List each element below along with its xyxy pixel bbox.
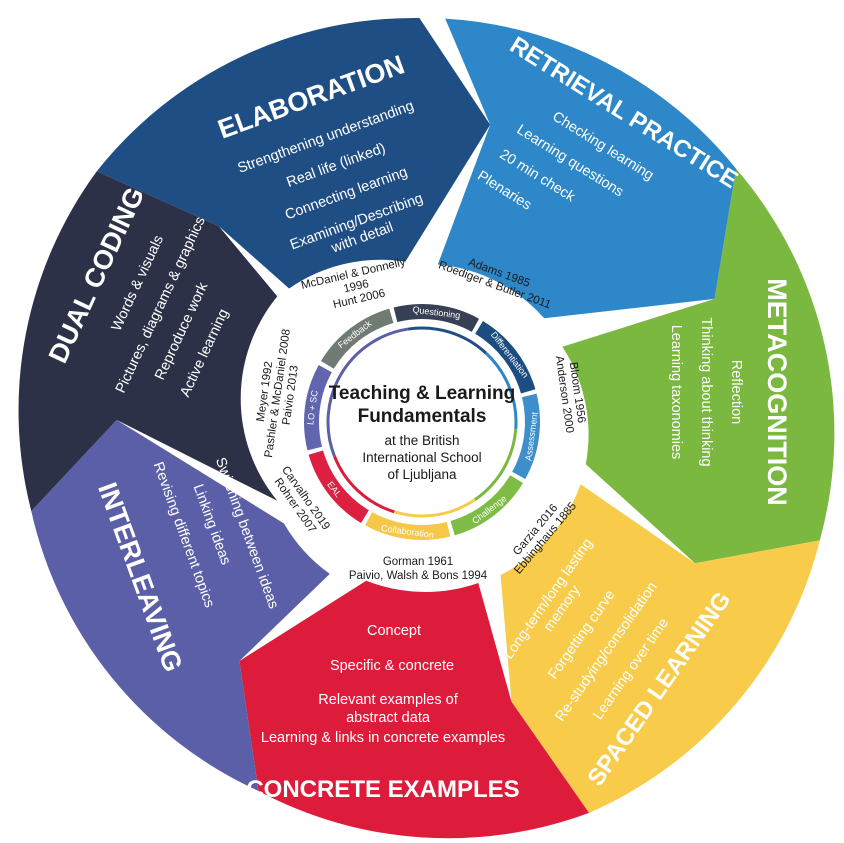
metacognition-content: METACOGNITION Reflection Thinking about … <box>668 278 792 505</box>
inner-outline-arc <box>339 327 409 376</box>
segment-spaced <box>500 484 820 813</box>
ref-concrete-2: Paivio, Walsh & Bons 1994 <box>349 570 488 582</box>
inner-outline-arc <box>326 374 342 457</box>
metacognition-title: METACOGNITION <box>762 278 792 505</box>
ring-segment <box>475 320 536 394</box>
metacognition-item-2: Thinking about thinking <box>698 317 714 466</box>
metacognition-item-3: Learning taxonomies <box>668 325 684 460</box>
inner-outline-arc <box>484 351 518 430</box>
segment-retrieval <box>437 18 737 319</box>
segment-interleaving <box>31 420 330 791</box>
inner-outline-arc <box>333 455 395 514</box>
concrete-content: Concept Specific & concrete Relevant exa… <box>246 623 519 803</box>
ring-segment <box>308 450 369 524</box>
inner-outline-arc <box>407 326 487 355</box>
ring-label: LO + SC <box>305 389 320 425</box>
ring-segment <box>364 512 451 540</box>
center-subtitle-line2: International School <box>362 450 481 465</box>
center-subtitle-line1: at the British <box>384 433 459 448</box>
inner-outline-arc <box>474 428 518 501</box>
segment-metacognition <box>562 168 835 564</box>
ring-segment <box>393 304 480 332</box>
center-subtitle-line3: of Ljubljana <box>387 467 457 482</box>
center-title-line2: Fundamentals <box>358 406 487 427</box>
ring-segment <box>450 475 524 536</box>
concrete-item-3: Relevant examples of <box>318 692 458 708</box>
inner-outline-arc <box>393 498 476 518</box>
segment-elaboration <box>96 17 491 289</box>
center-title-line1: Teaching & Learning <box>329 383 516 404</box>
concrete-item-4: abstract data <box>346 710 431 726</box>
ring-segment <box>304 364 332 451</box>
concrete-item-2: Specific & concrete <box>330 658 454 674</box>
center-label: Teaching & Learning Fundamentals at the … <box>329 383 516 482</box>
ring-segment <box>320 308 394 369</box>
segment-concrete <box>239 580 589 839</box>
ring-segment <box>512 393 540 480</box>
outer-segments <box>18 17 835 839</box>
metacognition-item-1: Reflection <box>728 360 744 424</box>
concrete-title: CONCRETE EXAMPLES <box>246 776 519 803</box>
concrete-item-5: Learning & links in concrete examples <box>261 730 505 746</box>
concrete-item-1: Concept <box>367 623 421 639</box>
ref-elaboration-2: 1996 <box>342 278 370 295</box>
segment-dual-coding <box>18 171 278 512</box>
ref-concrete-1: Gorman 1961 <box>383 556 453 568</box>
